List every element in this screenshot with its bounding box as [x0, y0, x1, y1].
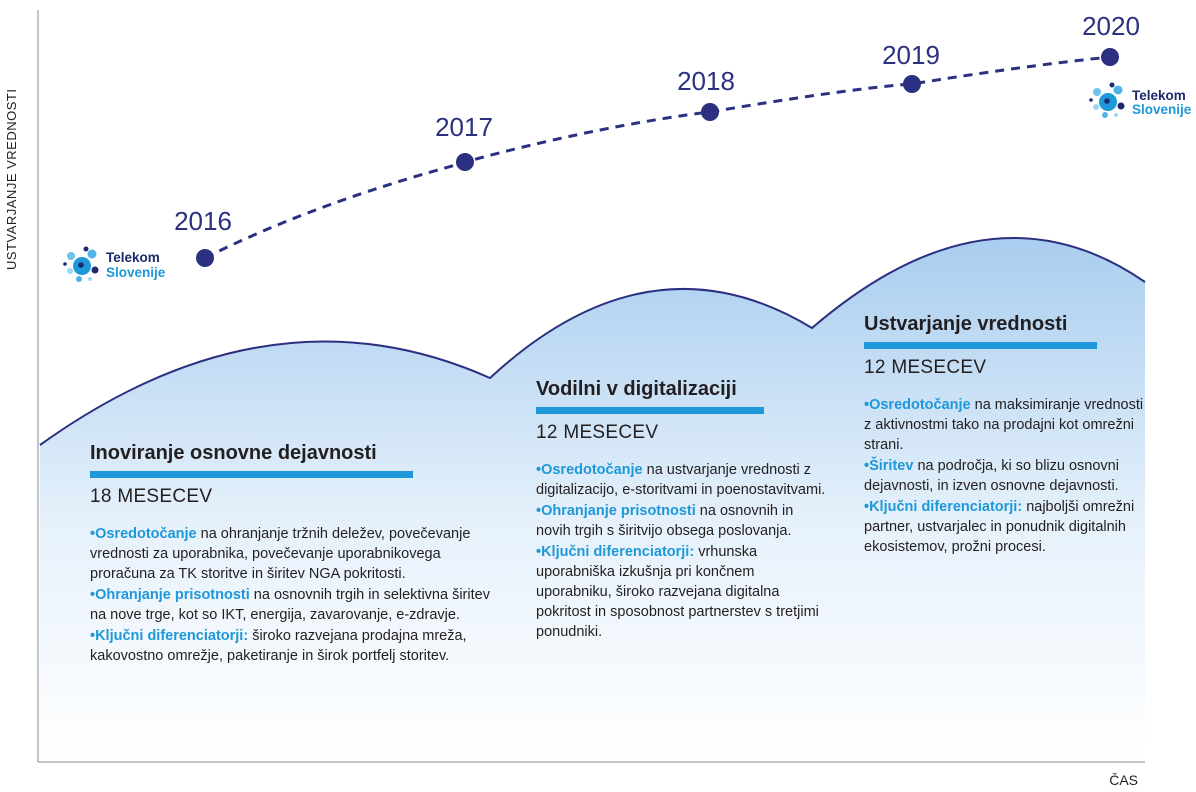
telekom-logo-right: Telekom Slovenije [1088, 80, 1194, 120]
phase-title: Ustvarjanje vrednosti [864, 313, 1068, 335]
point-text: na področja, ki so blizu osnovni dejavno… [864, 458, 1119, 494]
timeline-year-label: 2017 [435, 112, 493, 142]
phase-2: Vodilni v digitalizaciji 12 MESECEV Osre… [536, 378, 826, 643]
point-key: Širitev [864, 458, 913, 474]
x-axis-label: ČAS [1109, 772, 1138, 788]
point-text: na osnovnih trgih in selektivna širitev … [90, 587, 490, 623]
y-axis-label: USTVARJANJE VREDNOSTI [4, 88, 19, 270]
point-key: Osredotočanje [864, 397, 971, 413]
logo-word-2: Slovenije [1132, 102, 1192, 117]
telekom-logo-left: Telekom Slovenije [62, 244, 182, 284]
phase-point: Ohranjanje prisotnosti na osnovnih in no… [536, 501, 826, 541]
phase-duration: 12 MESECEV [864, 357, 987, 378]
phase-point: Ohranjanje prisotnosti na osnovnih trgih… [90, 585, 490, 625]
phase-underline [864, 342, 1097, 349]
phase-hills [40, 237, 1145, 760]
phase-point: Širitev na področja, ki so blizu osnovni… [864, 456, 1149, 496]
timeline-year-label: 2020 [1082, 11, 1140, 41]
timeline-curve [204, 55, 1111, 260]
phase-hills-outline [39, 237, 1146, 446]
phase-duration: 18 MESECEV [90, 486, 213, 507]
point-text: vrhunska uporabniška izkušnja pri končne… [536, 544, 819, 640]
phase-duration: 12 MESECEV [536, 422, 659, 443]
timeline-year-label: 2019 [882, 40, 940, 70]
timeline-year-label: 2016 [174, 206, 232, 236]
phase-1: Inoviranje osnovne dejavnosti 18 MESECEV… [90, 442, 490, 667]
point-text: na maksimiranje vrednosti z aktivnostmi … [864, 397, 1144, 453]
timeline-point [1101, 48, 1119, 66]
logo-word-1: Telekom [106, 250, 160, 265]
phase-points: Osredotočanje na ustvarjanje vrednosti z… [536, 460, 826, 642]
point-text: na ohranjanje tržnih deležev, povečevanj… [90, 526, 471, 582]
point-key: Ključni diferenciatorji: [90, 628, 248, 644]
phase-point: Osredotočanje na ustvarjanje vrednosti z… [536, 460, 826, 500]
logo-dots-icon [63, 246, 99, 282]
point-key: Ključni diferenciatorji: [536, 544, 694, 560]
phase-point: Ključni diferenciatorji: široko razvejan… [90, 626, 490, 666]
phase-underline [536, 407, 764, 414]
timeline-point [456, 153, 474, 171]
logo-dots-icon [1089, 82, 1125, 118]
logo-word-1: Telekom [1132, 88, 1186, 103]
point-text: široko razvejana prodajna mreža, kakovos… [90, 628, 467, 664]
point-key: Osredotočanje [90, 526, 197, 542]
timeline-point [701, 103, 719, 121]
phase-point: Osredotočanje na maksimiranje vrednosti … [864, 395, 1149, 455]
phase-title: Inoviranje osnovne dejavnosti [90, 442, 377, 464]
phase-title: Vodilni v digitalizaciji [536, 378, 737, 400]
timeline-point [903, 75, 921, 93]
timeline-year-label: 2018 [677, 66, 735, 96]
point-text: najboljši omrežni partner, ustvarjalec i… [864, 499, 1135, 555]
timeline-point [196, 249, 214, 267]
point-key: Ključni diferenciatorji: [864, 499, 1022, 515]
phase-points: Osredotočanje na maksimiranje vrednosti … [864, 395, 1149, 557]
point-key: Osredotočanje [536, 462, 643, 478]
logo-word-2: Slovenije [106, 265, 166, 280]
phase-underline [90, 471, 413, 478]
point-key: Ohranjanje prisotnosti [536, 503, 696, 519]
point-text: na ustvarjanje vrednosti z digitalizacij… [536, 462, 826, 498]
phase-point: Ključni diferenciatorji: najboljši omrež… [864, 497, 1149, 557]
point-text: na osnovnih in novih trgih s širitvijo o… [536, 503, 794, 539]
phase-3: Ustvarjanje vrednosti 12 MESECEV Osredot… [864, 313, 1149, 558]
point-key: Ohranjanje prisotnosti [90, 587, 250, 603]
phase-point: Osredotočanje na ohranjanje tržnih delež… [90, 524, 490, 584]
phase-point: Ključni diferenciatorji: vrhunska uporab… [536, 542, 826, 642]
phase-points: Osredotočanje na ohranjanje tržnih delež… [90, 524, 490, 666]
